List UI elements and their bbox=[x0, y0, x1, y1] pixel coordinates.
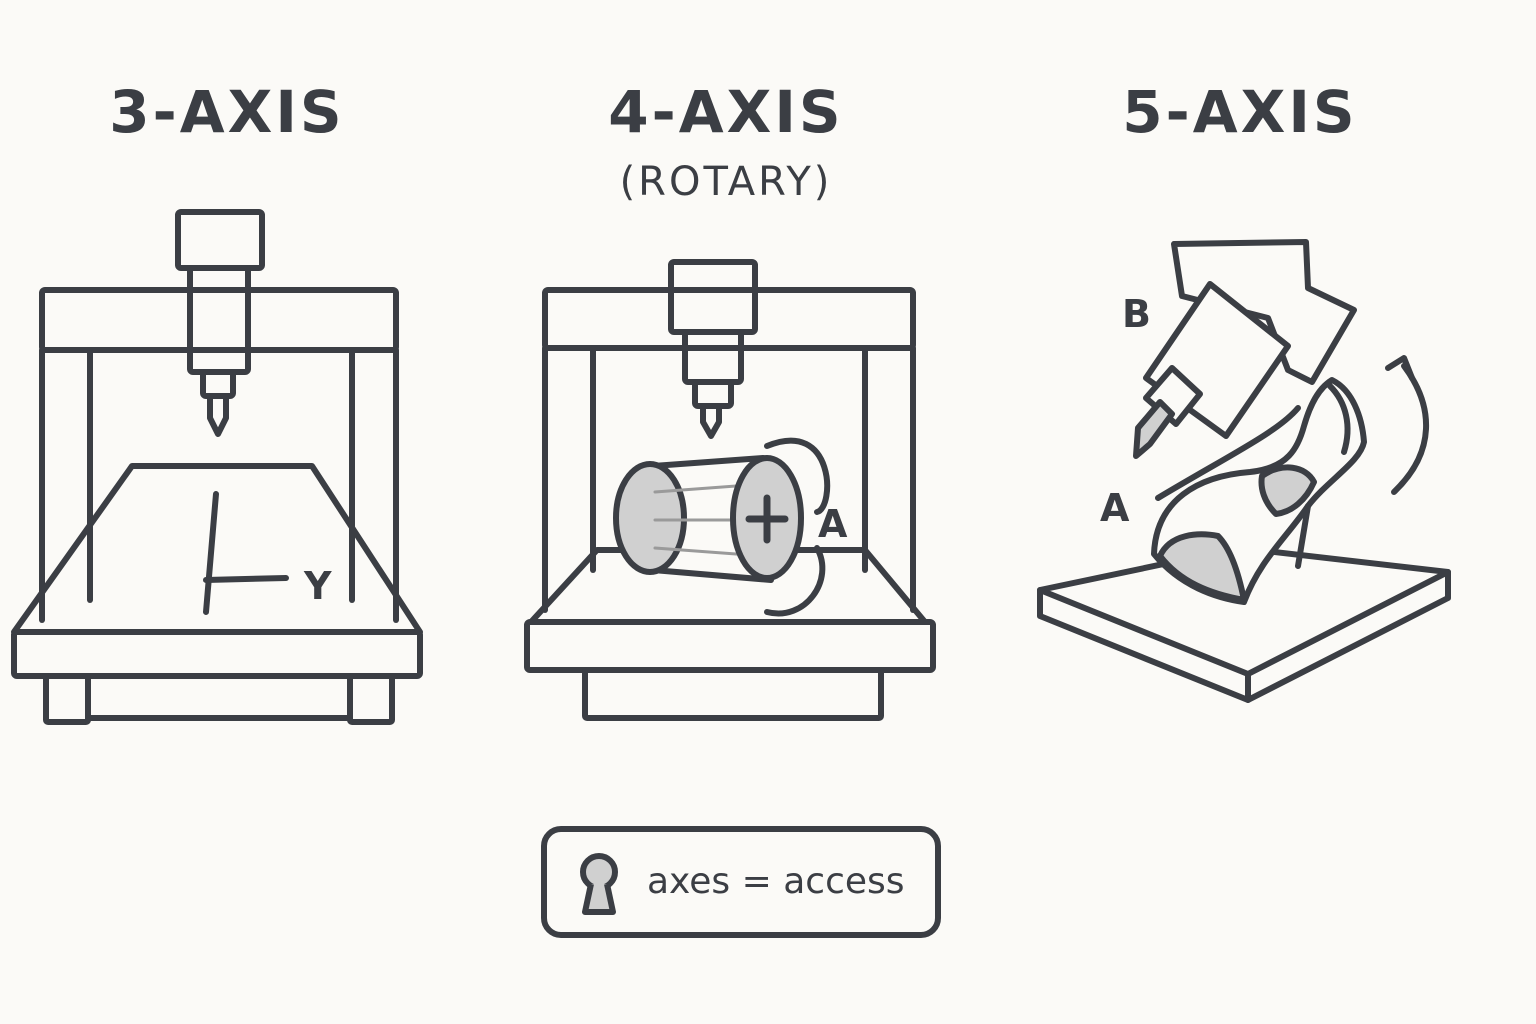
legend-box: axes = access bbox=[541, 826, 941, 938]
legend-text: axes = access bbox=[647, 861, 905, 902]
machine-4-axis-illustration bbox=[524, 259, 936, 721]
axis-label-a: A bbox=[818, 502, 848, 546]
table-leg-left bbox=[43, 673, 91, 725]
table-leg-right bbox=[347, 673, 395, 725]
b-axis-arc bbox=[1391, 363, 1430, 495]
a-axis-arc bbox=[1155, 405, 1301, 501]
cutting-tool bbox=[207, 393, 229, 437]
cutting-tool bbox=[700, 403, 722, 439]
rotation-arc bbox=[764, 437, 831, 515]
title-5-axis: 5-AXIS bbox=[1122, 78, 1358, 146]
axis-label-y: Y bbox=[304, 564, 332, 608]
keyhole-icon bbox=[580, 853, 618, 915]
gantry-beam bbox=[542, 287, 916, 351]
spindle-body bbox=[682, 329, 744, 385]
collet bbox=[692, 379, 734, 409]
rotary-cylinder-back bbox=[613, 461, 687, 575]
axis-label-a-5axis: A bbox=[1100, 486, 1130, 530]
spindle-head bbox=[668, 259, 758, 335]
machine-3-axis-illustration bbox=[11, 209, 423, 725]
table-top bbox=[11, 463, 423, 635]
table-front bbox=[11, 629, 423, 679]
spindle-body bbox=[187, 265, 251, 375]
table-base bbox=[582, 667, 884, 721]
axis-label-b: B bbox=[1122, 292, 1151, 336]
table-front bbox=[524, 619, 936, 673]
gantry-beam bbox=[39, 287, 399, 353]
title-4-axis: 4-AXIS bbox=[608, 78, 844, 146]
cutting-tool bbox=[1133, 399, 1175, 459]
title-3-axis: 3-AXIS bbox=[109, 78, 345, 146]
machine-5-axis-illustration bbox=[1037, 239, 1451, 703]
subtitle-rotary: (ROTARY) bbox=[619, 159, 833, 205]
collet bbox=[200, 369, 236, 399]
axis-y-mark bbox=[203, 491, 219, 615]
spindle-head bbox=[175, 209, 265, 271]
